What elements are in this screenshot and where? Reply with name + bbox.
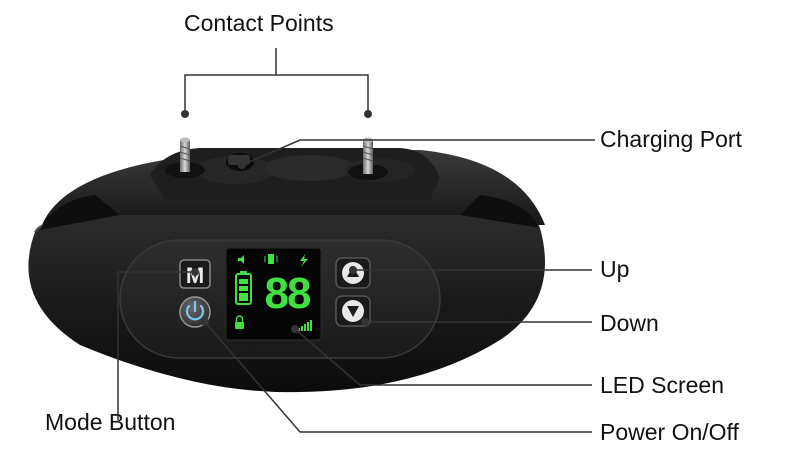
leader-dots bbox=[181, 110, 372, 333]
label-contact-points: Contact Points bbox=[184, 10, 334, 36]
label-up: Up bbox=[600, 256, 630, 282]
battery-icon bbox=[235, 271, 252, 305]
shock-icon bbox=[300, 254, 308, 267]
arrow-down-icon bbox=[347, 306, 359, 317]
contact-point-right bbox=[348, 137, 388, 180]
signal-icon bbox=[298, 320, 312, 331]
contact-point-left bbox=[165, 137, 205, 178]
lock-icon bbox=[235, 315, 244, 329]
label-down: Down bbox=[600, 310, 659, 336]
led-screen-leader bbox=[294, 328, 592, 386]
contact-points-leader bbox=[184, 74, 369, 113]
label-charging-port: Charging Port bbox=[600, 126, 742, 152]
power-icon bbox=[185, 300, 205, 321]
leader-lines bbox=[117, 48, 595, 433]
charging-port-leader bbox=[241, 139, 595, 166]
label-led-screen: LED Screen bbox=[600, 372, 725, 398]
led-screen: 88 bbox=[225, 247, 322, 341]
power-leader bbox=[204, 321, 592, 433]
mode-button-leader bbox=[117, 271, 195, 420]
label-mode-button: Mode Button bbox=[45, 409, 176, 435]
down-button[interactable] bbox=[335, 295, 371, 327]
label-power: Power On/Off bbox=[600, 419, 739, 445]
display-digits: 88 bbox=[265, 269, 311, 318]
speaker-icon bbox=[238, 255, 244, 264]
vibration-icon bbox=[264, 254, 278, 264]
